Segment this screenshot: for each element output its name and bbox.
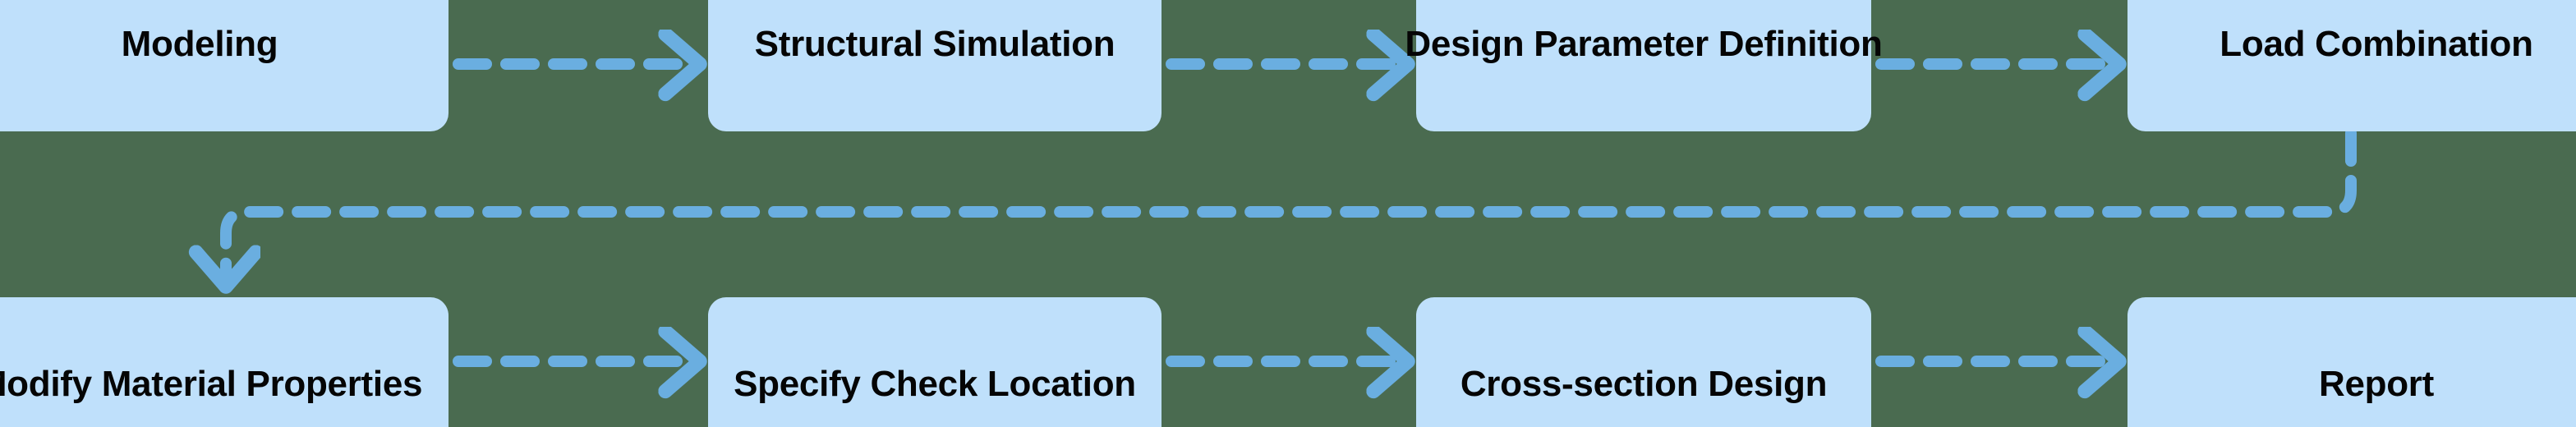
node-label: Design Parameter Definition [1405, 23, 1883, 64]
node-label: Load Combination [2220, 23, 2533, 64]
node-label: Cross-section Design [1460, 363, 1828, 404]
node-label: Modify Material Properties [0, 363, 423, 404]
node-modeling[interactable]: Modeling [0, 0, 448, 131]
node-label: Structural Simulation [754, 23, 1116, 64]
connector-load-combination-to-modify-material [226, 127, 2357, 281]
node-design-parameter-definition[interactable]: Design Parameter Definition [1405, 0, 1883, 131]
node-cross-section-design[interactable]: Cross-section Design [1416, 297, 1871, 427]
node-label: Specify Check Location [734, 363, 1136, 404]
node-label: Modeling [121, 23, 278, 64]
node-modify-material-properties[interactable]: Modify Material Properties [0, 297, 448, 427]
node-label: Report [2319, 363, 2434, 404]
node-structural-simulation[interactable]: Structural Simulation [708, 0, 1162, 131]
node-report[interactable]: Report [2128, 297, 2576, 427]
node-load-combination[interactable]: Load Combination [2128, 0, 2576, 131]
node-specify-check-location[interactable]: Specify Check Location [708, 297, 1162, 427]
